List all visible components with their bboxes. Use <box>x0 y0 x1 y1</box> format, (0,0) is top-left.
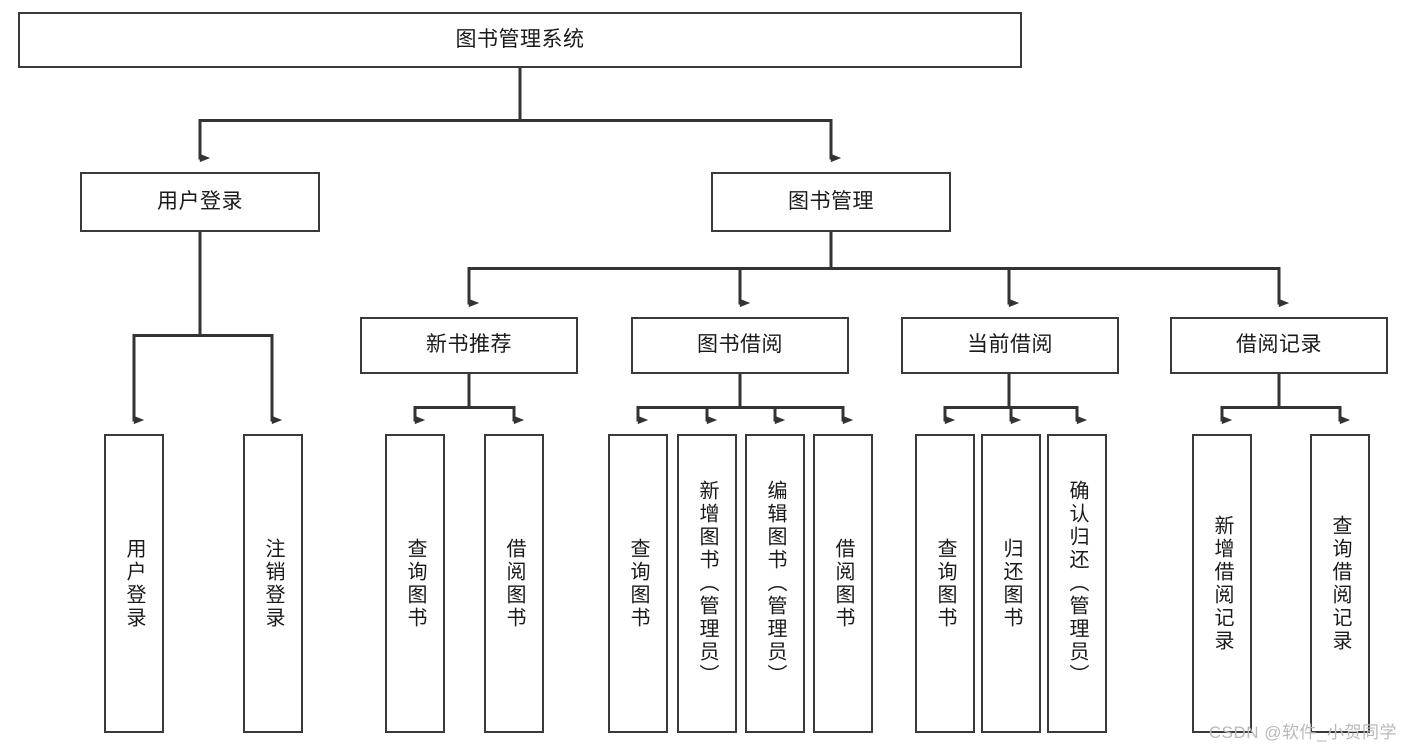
node-user-login[interactable]: 用户登录 <box>80 172 320 232</box>
leaf-query-book-current-label: 查询图书 <box>934 537 956 630</box>
node-book-borrow[interactable]: 图书借阅 <box>631 317 849 374</box>
node-book-borrow-label: 图书借阅 <box>697 333 783 357</box>
leaf-logout[interactable]: 注销登录 <box>243 434 303 733</box>
leaf-query-book-borrow[interactable]: 查询图书 <box>608 434 668 733</box>
leaf-edit-book-admin-label: 编辑图书（管理员） <box>764 480 786 687</box>
leaf-edit-book-admin[interactable]: 编辑图书（管理员） <box>745 434 805 733</box>
node-current-borrow[interactable]: 当前借阅 <box>901 317 1119 374</box>
node-user-login-label: 用户登录 <box>157 189 243 213</box>
leaf-query-book-newbook[interactable]: 查询图书 <box>385 434 445 733</box>
leaf-query-book-current[interactable]: 查询图书 <box>915 434 975 733</box>
node-borrow-record-label: 借阅记录 <box>1236 333 1322 357</box>
leaf-return-book[interactable]: 归还图书 <box>981 434 1041 733</box>
leaf-query-book-borrow-label: 查询图书 <box>627 537 649 630</box>
leaf-confirm-return-admin[interactable]: 确认归还（管理员） <box>1047 434 1107 733</box>
leaf-logout-label: 注销登录 <box>262 537 284 630</box>
leaf-query-book-newbook-label: 查询图书 <box>404 537 426 630</box>
node-borrow-record[interactable]: 借阅记录 <box>1170 317 1388 374</box>
leaf-confirm-return-admin-label: 确认归还（管理员） <box>1066 480 1088 687</box>
leaf-return-book-label: 归还图书 <box>1000 537 1022 630</box>
node-new-book-recommend-label: 新书推荐 <box>426 333 512 357</box>
leaf-borrow-book-label: 借阅图书 <box>832 537 854 630</box>
leaf-borrow-book[interactable]: 借阅图书 <box>813 434 873 733</box>
watermark: CSDN @软件_小贺同学 <box>1208 723 1397 742</box>
node-book-management-label: 图书管理 <box>788 189 874 213</box>
node-new-book-recommend[interactable]: 新书推荐 <box>360 317 578 374</box>
leaf-add-book-admin-label: 新增图书（管理员） <box>696 480 718 687</box>
leaf-borrow-book-newbook[interactable]: 借阅图书 <box>484 434 544 733</box>
leaf-user-login-label: 用户登录 <box>123 537 145 630</box>
leaf-borrow-book-newbook-label: 借阅图书 <box>503 537 525 630</box>
node-book-management[interactable]: 图书管理 <box>711 172 951 232</box>
leaf-query-borrow-record[interactable]: 查询借阅记录 <box>1310 434 1370 733</box>
leaf-add-book-admin[interactable]: 新增图书（管理员） <box>677 434 737 733</box>
node-current-borrow-label: 当前借阅 <box>967 333 1053 357</box>
leaf-add-borrow-record[interactable]: 新增借阅记录 <box>1192 434 1252 733</box>
leaf-add-borrow-record-label: 新增借阅记录 <box>1211 514 1233 653</box>
leaf-query-borrow-record-label: 查询借阅记录 <box>1329 514 1351 653</box>
node-root[interactable]: 图书管理系统 <box>18 12 1022 68</box>
leaf-user-login[interactable]: 用户登录 <box>104 434 164 733</box>
node-root-label: 图书管理系统 <box>455 27 585 51</box>
